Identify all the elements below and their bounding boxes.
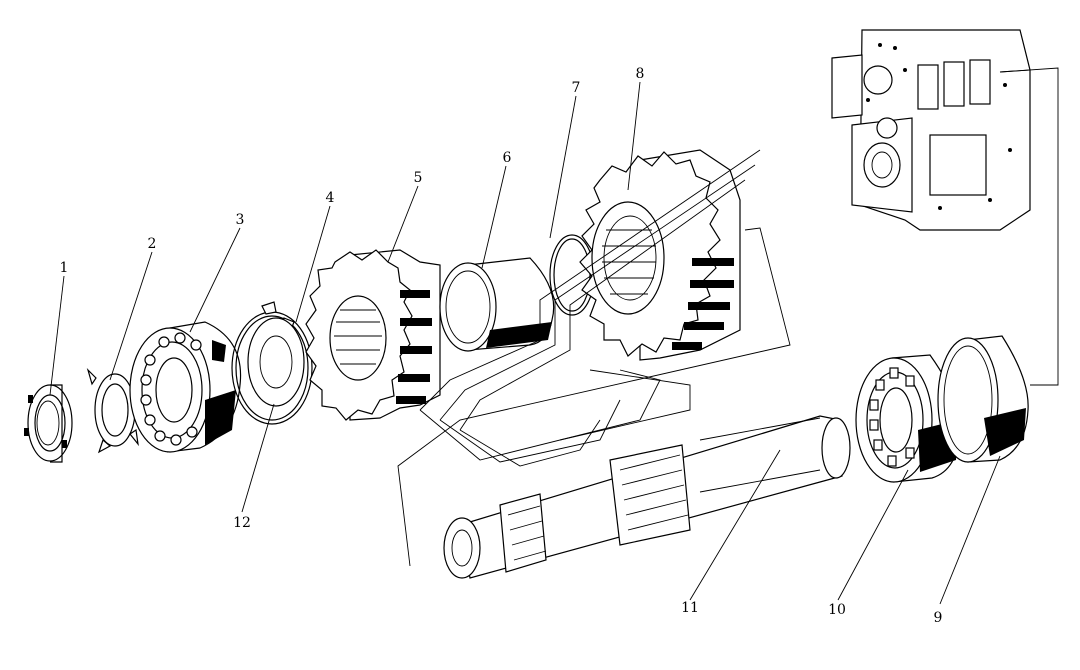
- main-shaft-part: [443, 415, 851, 579]
- leader-lines: [49, 81, 1001, 605]
- callout-10: 10: [828, 602, 846, 618]
- splined-gear-part: [305, 249, 441, 421]
- snap-ring-part: [549, 234, 595, 316]
- callout-2: 2: [148, 236, 157, 252]
- callout-7: 7: [572, 80, 581, 96]
- bearing-outer-ring-part: [937, 335, 1029, 463]
- gearbox-housing: [831, 29, 1031, 231]
- ball-bearing-part: [129, 321, 242, 453]
- callout-5: 5: [414, 170, 423, 186]
- sleeve-part: [439, 257, 555, 352]
- callout-3: 3: [236, 212, 245, 228]
- callout-12: 12: [233, 515, 251, 531]
- callout-labels: 1 2 3 4 5 6 7 8 9 10 11 12: [60, 66, 943, 626]
- callout-1: 1: [60, 260, 69, 276]
- callout-4: 4: [326, 190, 335, 206]
- callout-11: 11: [681, 600, 699, 616]
- spacer-disc-part: [247, 317, 305, 407]
- callout-6: 6: [503, 150, 512, 166]
- large-gear-part: [579, 149, 741, 361]
- callout-8: 8: [636, 66, 645, 82]
- assembly-guide-lines: [397, 67, 1059, 567]
- lock-nut-part: [24, 384, 73, 463]
- callout-9: 9: [934, 610, 943, 626]
